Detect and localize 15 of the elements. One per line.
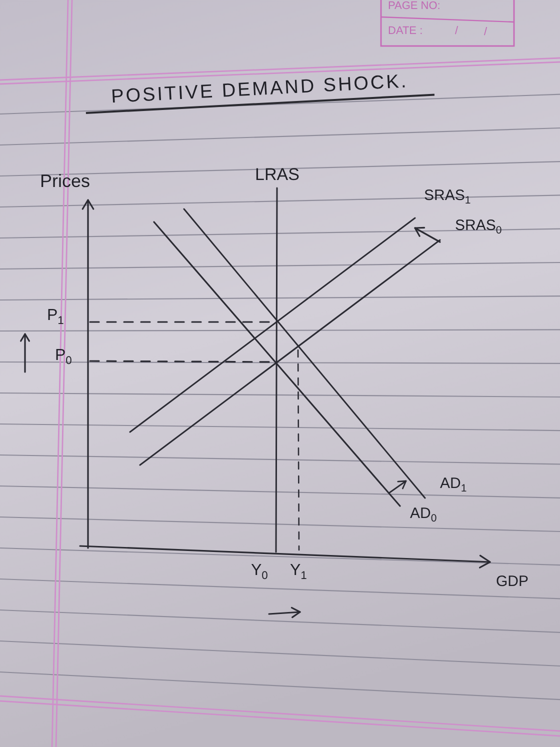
curve-label: SRAS$_{0}$ bbox=[455, 218, 502, 233]
output-label: Y$_{0}$ bbox=[251, 563, 268, 579]
date-label: DATE : bbox=[388, 26, 423, 37]
curve-label: SRAS$_{1}$ bbox=[424, 188, 471, 203]
curve-label: LRAS bbox=[255, 166, 300, 183]
output-label: Y$_{1}$ bbox=[290, 563, 307, 579]
date-separator: / bbox=[484, 27, 488, 38]
date-separator: / bbox=[455, 26, 458, 37]
curve-label: AD$_{1}$ bbox=[440, 476, 467, 491]
page-number-label: PAGE NO: bbox=[388, 1, 440, 12]
axis-label: Prices bbox=[40, 172, 90, 190]
axis-label: GDP bbox=[496, 574, 529, 589]
price-label: P$_{0}$ bbox=[55, 348, 72, 364]
price-label: P$_{1}$ bbox=[47, 308, 64, 324]
curve-label: AD$_{0}$ bbox=[410, 506, 437, 521]
